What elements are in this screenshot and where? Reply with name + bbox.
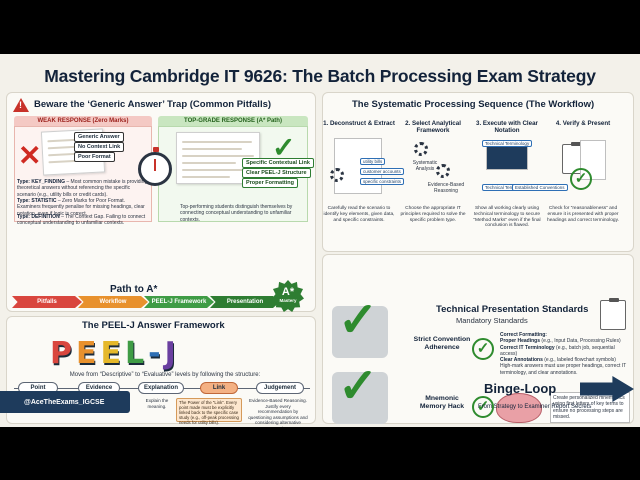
workflow-heading: The Systematic Processing Sequence (The … [352, 99, 595, 110]
standards-subheading: Mandatory Standards [456, 316, 528, 325]
peel-letter: P [50, 336, 76, 371]
peel-letter: E [76, 336, 101, 371]
step1-tag-bills: utility bills [360, 158, 386, 165]
workflow-step-1: 1. Deconstruct & Extract utility bills c… [322, 120, 405, 223]
cross-mark-icon: ✕ [18, 140, 42, 171]
gear-icon [436, 164, 450, 178]
workflow-step-1-desc: Carefully read the scenario to identify … [323, 206, 395, 223]
peel-letter: E [100, 336, 125, 371]
top-tag-peel: Clear PEEL-J Structure [242, 168, 311, 178]
peel-note-judgement: Evidence-Based Reasoning. Justify every … [248, 398, 308, 427]
weak-tag-generic: Generic Answer [74, 132, 124, 142]
path-seg-pitfalls: Pitfalls [12, 296, 82, 308]
step3-tag-terminology: Technical Terminology [482, 140, 533, 147]
weak-note-1: Type: KEY_FINDING – Most common mistake … [17, 179, 148, 198]
big-check-icon: ✓ [332, 360, 388, 424]
peel-letter: - [148, 336, 165, 371]
weak-tag-format: Poor Format [74, 152, 115, 162]
weak-note-3: Type: DEFINITION – The Context Gap. Fail… [17, 214, 146, 227]
workflow-step-4-title: 4. Verify & Present [555, 120, 611, 127]
path-seg-presentation: Presentation [210, 296, 280, 308]
workflow-step-2-desc: Choose the appropriate IT principles req… [400, 206, 466, 223]
peel-note-explanation: Explain the meaning. [145, 398, 169, 409]
top-response-header: TOP-GRADE RESPONSE (A* Path) [158, 116, 308, 126]
brain-icon [496, 393, 542, 423]
peel-letter: L [125, 336, 149, 371]
check-mark-icon: ✓ [272, 132, 296, 163]
path-title: Path to A* [110, 284, 158, 295]
peel-subtitle: Move from “Descriptive” to “Evaluative” … [69, 372, 261, 378]
top-note: Top-performing students distinguish them… [180, 204, 293, 223]
peel-step-judgement: Judgement [256, 382, 304, 394]
workflow-step-4: 4. Verify & Present ✓ Check for “reasona… [546, 120, 620, 223]
peel-letters: PEEL-J [50, 336, 180, 371]
top-tag-format: Proper Formatting [242, 178, 298, 188]
peel-step-link: Link [200, 382, 238, 394]
standard-1-label: Strict Convention Adherence [413, 336, 471, 351]
binge-loop-subtitle: From Strategy to Examiner Report Secrets [478, 404, 592, 410]
video-frame: Mastering Cambridge IT 9626: The Batch P… [0, 54, 640, 427]
weak-response-header: WEAK RESPONSE (Zero Marks) [14, 116, 152, 126]
pitfalls-heading: Beware the ‘Generic Answer’ Trap (Common… [34, 99, 272, 110]
step1-tag-accounts: customer accounts [360, 168, 404, 175]
peel-step-explanation: Explanation [138, 382, 184, 394]
verified-check-icon: ✓ [570, 168, 592, 190]
weak-note-2: Type: STATISTIC – Zero Marks for Poor Fo… [17, 198, 145, 217]
check-circle-icon: ✓ [472, 338, 494, 360]
path-bar: Pitfalls Workflow PEEL-J Framework Prese… [12, 296, 280, 308]
binge-loop-title: Binge-Loop [484, 381, 557, 396]
peel-letter: J [164, 336, 180, 371]
peel-note-link: The Power of the “Link”. Every point mad… [176, 398, 242, 425]
page-title: Mastering Cambridge IT 9626: The Batch P… [44, 66, 596, 86]
path-seg-peel: PEEL-J Framework [144, 296, 214, 308]
workflow-step-1-title: 1. Deconstruct & Extract [323, 120, 395, 127]
workflow-step-4-desc: Check for “reasonableness” and ensure it… [547, 206, 619, 223]
standard-2-label: Mnemonic Memory Hack [419, 395, 465, 410]
gear-icon [414, 142, 428, 156]
big-check-icon: ✓ [332, 294, 388, 358]
peel-heading: The PEEL-J Answer Framework [82, 320, 225, 331]
stopwatch-icon [138, 147, 172, 186]
workflow-step-3-desc: Show all working clearly using technical… [473, 206, 541, 229]
workflow-step-2: 2. Select Analytical Framework Systemati… [396, 120, 470, 223]
step2-tag-analysis: Systematic Analysis [412, 160, 438, 173]
step3-tag-conventions: Established Conventions [512, 184, 568, 191]
weak-tag-context: No Context Link [74, 142, 125, 152]
workflow-step-3: 3. Execute with Clear Notation Technical… [470, 120, 568, 228]
workflow-step-3-title: 3. Execute with Clear Notation [476, 120, 538, 134]
step2-tag-reasoning: Evidence-Based Reasoning [427, 182, 465, 195]
step1-tag-constraints: specific constraints [360, 178, 405, 185]
standard-1-detail: Correct Formatting: Proper Headings (e.g… [500, 332, 627, 376]
magnifier-icon [330, 168, 344, 182]
standards-heading: Technical Presentation Standards [436, 304, 589, 315]
check-circle-icon: ✓ [472, 396, 494, 418]
path-seg-workflow: Workflow [78, 296, 148, 308]
workflow-step-2-title: 2. Select Analytical Framework [405, 120, 461, 134]
top-tag-contextual: Specific Contextual Link [242, 158, 314, 168]
warning-icon: ! [13, 98, 29, 112]
channel-handle: @AceTheExams_IGCSE [0, 391, 130, 413]
checklist-icon [600, 298, 626, 330]
